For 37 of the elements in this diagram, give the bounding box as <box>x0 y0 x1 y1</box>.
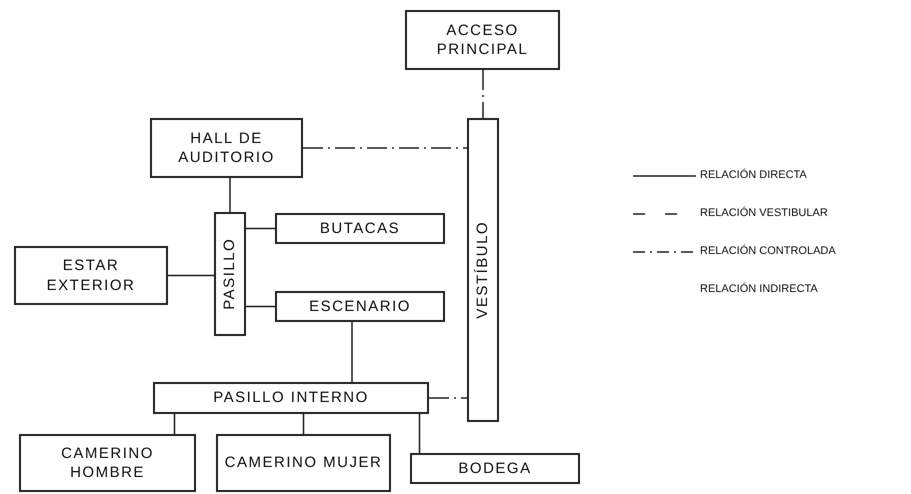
room-name: PASILLO INTERNO <box>213 388 369 408</box>
room-name: BUTACAS <box>320 218 400 238</box>
room-name: ESTAR EXTERIOR <box>46 256 136 295</box>
room-name: PASILLO <box>220 238 240 310</box>
connector-line <box>429 397 467 399</box>
room-box <box>467 118 499 422</box>
room-name: ACCESO PRINCIPAL <box>436 20 530 60</box>
room-box <box>153 382 429 414</box>
room-box <box>150 118 303 178</box>
room-name: BODEGA <box>458 458 532 478</box>
connector-line <box>351 322 353 382</box>
room-name: HALL DE AUDITORIO <box>177 128 276 168</box>
legend-label: RELACIÓN CONTROLADA <box>700 245 836 257</box>
room-name: ESCENARIO <box>309 296 411 316</box>
room-box <box>14 246 168 305</box>
room-name: VESTÍBULO <box>473 221 492 319</box>
room-box <box>405 10 560 70</box>
legend-label: RELACIÓN DIRECTA <box>700 169 807 181</box>
legend-label: RELACIÓN VESTIBULAR <box>700 207 828 219</box>
room-name: CAMERINO HOMBRE <box>60 444 155 482</box>
connector-line <box>246 228 275 230</box>
room-box <box>275 213 445 244</box>
connector-line <box>302 414 304 434</box>
legend-label: RELACIÓN INDIRECTA <box>700 283 818 295</box>
connector-line <box>174 414 176 434</box>
room-box <box>275 291 445 322</box>
connector-line <box>303 147 467 149</box>
connector-line <box>229 178 231 212</box>
room-box <box>216 434 391 492</box>
room-box <box>19 434 196 492</box>
connector-line <box>418 414 420 453</box>
room-name: CAMERINO MUJER <box>224 453 382 473</box>
room-box <box>410 453 580 484</box>
room-box <box>214 212 246 336</box>
connector-line <box>246 306 275 308</box>
connector-line <box>168 274 214 276</box>
connector-line <box>482 70 484 118</box>
